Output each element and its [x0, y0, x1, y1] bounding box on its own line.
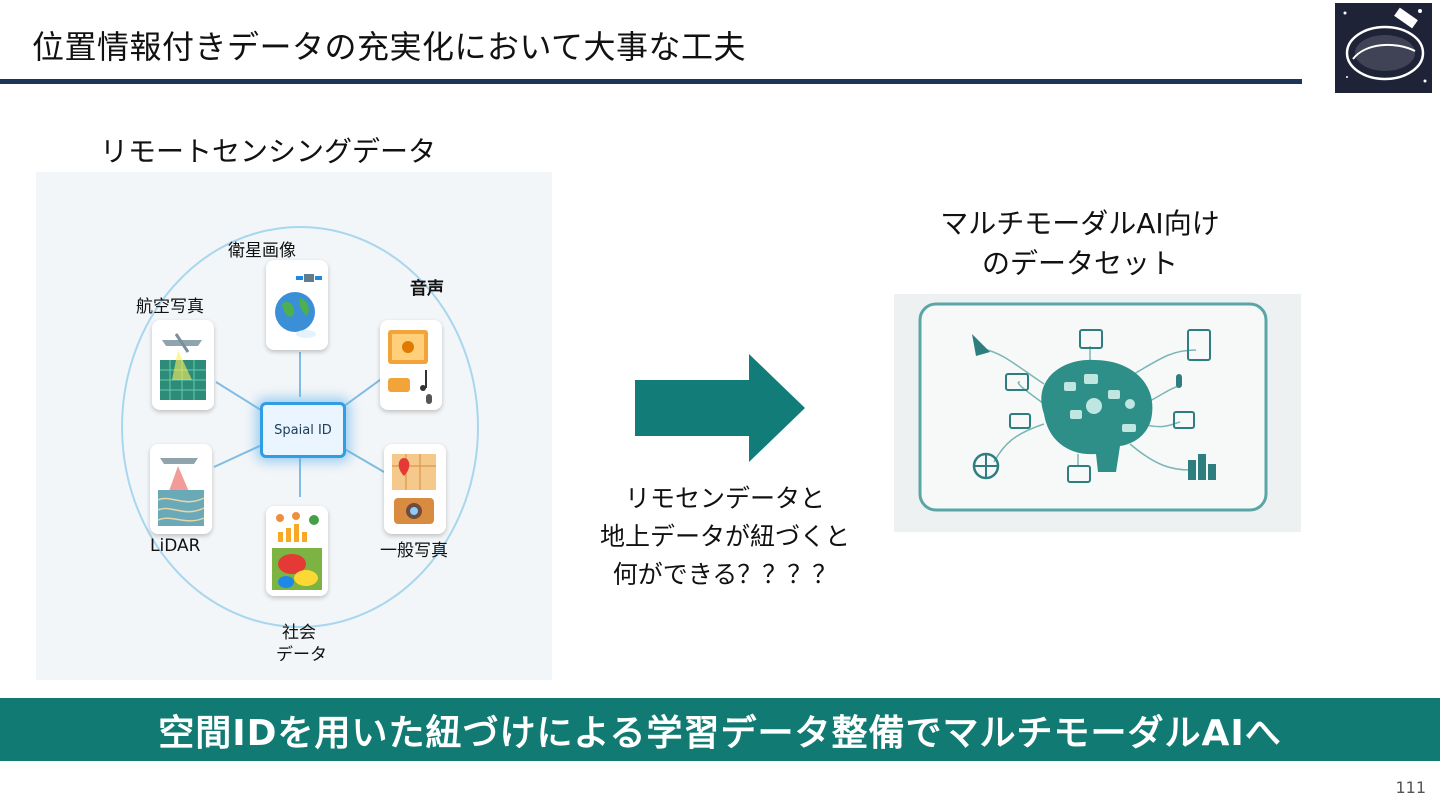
remote-sensing-heading: リモートセンシングデータ [100, 135, 437, 168]
audio-tile [380, 320, 442, 410]
brain-network-illustration [918, 302, 1268, 512]
conclusion-banner: 空間IDを用いた紐づけによる学習データ整備でマルチモーダルAIへ [0, 698, 1440, 761]
satellite-tile [266, 260, 328, 350]
node-label-lidar: LiDAR [150, 536, 201, 556]
slide-title: 位置情報付きデータの充実化において大事な工夫 [32, 28, 747, 66]
spatial-id-node: Spaial ID [260, 402, 346, 458]
map-camera-icon [392, 454, 436, 524]
question-line-3: 何ができる？？？？ [612, 560, 838, 589]
spatial-id-diagram: 衛星画像 音声 航空写真 LiDAR 一般写真 社会 データ [36, 172, 552, 680]
airplane-map-icon [160, 333, 206, 400]
node-label-satellite: 衛星画像 [228, 241, 296, 261]
lidar-terrain-icon [157, 458, 205, 526]
question-line-2: 地上データが紐づくと [599, 522, 850, 551]
social-heatmap-icon [272, 512, 322, 590]
title-underline [0, 79, 1302, 84]
multimodal-heading-line-1: マルチモーダルAI向け [940, 207, 1220, 240]
multimodal-dataset-heading: マルチモーダルAI向け のデータセット [890, 204, 1270, 284]
node-label-aerial: 航空写真 [136, 297, 204, 317]
node-label-audio: 音声 [410, 279, 444, 299]
social-data-tile [266, 506, 328, 596]
right-arrow-icon [635, 354, 805, 462]
lidar-tile [150, 444, 212, 534]
node-label-general-photo: 一般写真 [380, 541, 448, 561]
node-label-social-1: 社会 [282, 623, 316, 643]
question-text: リモセンデータと 地上データが紐づくと 何ができる？？？？ [560, 480, 890, 594]
satellite-earth-icon [275, 274, 322, 338]
audio-media-icon [388, 330, 432, 404]
node-label-social-2: データ [276, 645, 327, 665]
question-line-1: リモセンデータと [624, 484, 825, 513]
aerial-tile [152, 320, 214, 410]
page-number: 111 [1395, 778, 1426, 797]
conclusion-banner-text: 空間IDを用いた紐づけによる学習データ整備でマルチモーダルAIへ [158, 712, 1282, 754]
multimodal-illustration [894, 294, 1301, 532]
multimodal-heading-line-2: のデータセット [981, 247, 1178, 280]
general-photo-tile [384, 444, 446, 534]
satai-challenge-logo [1335, 3, 1432, 93]
